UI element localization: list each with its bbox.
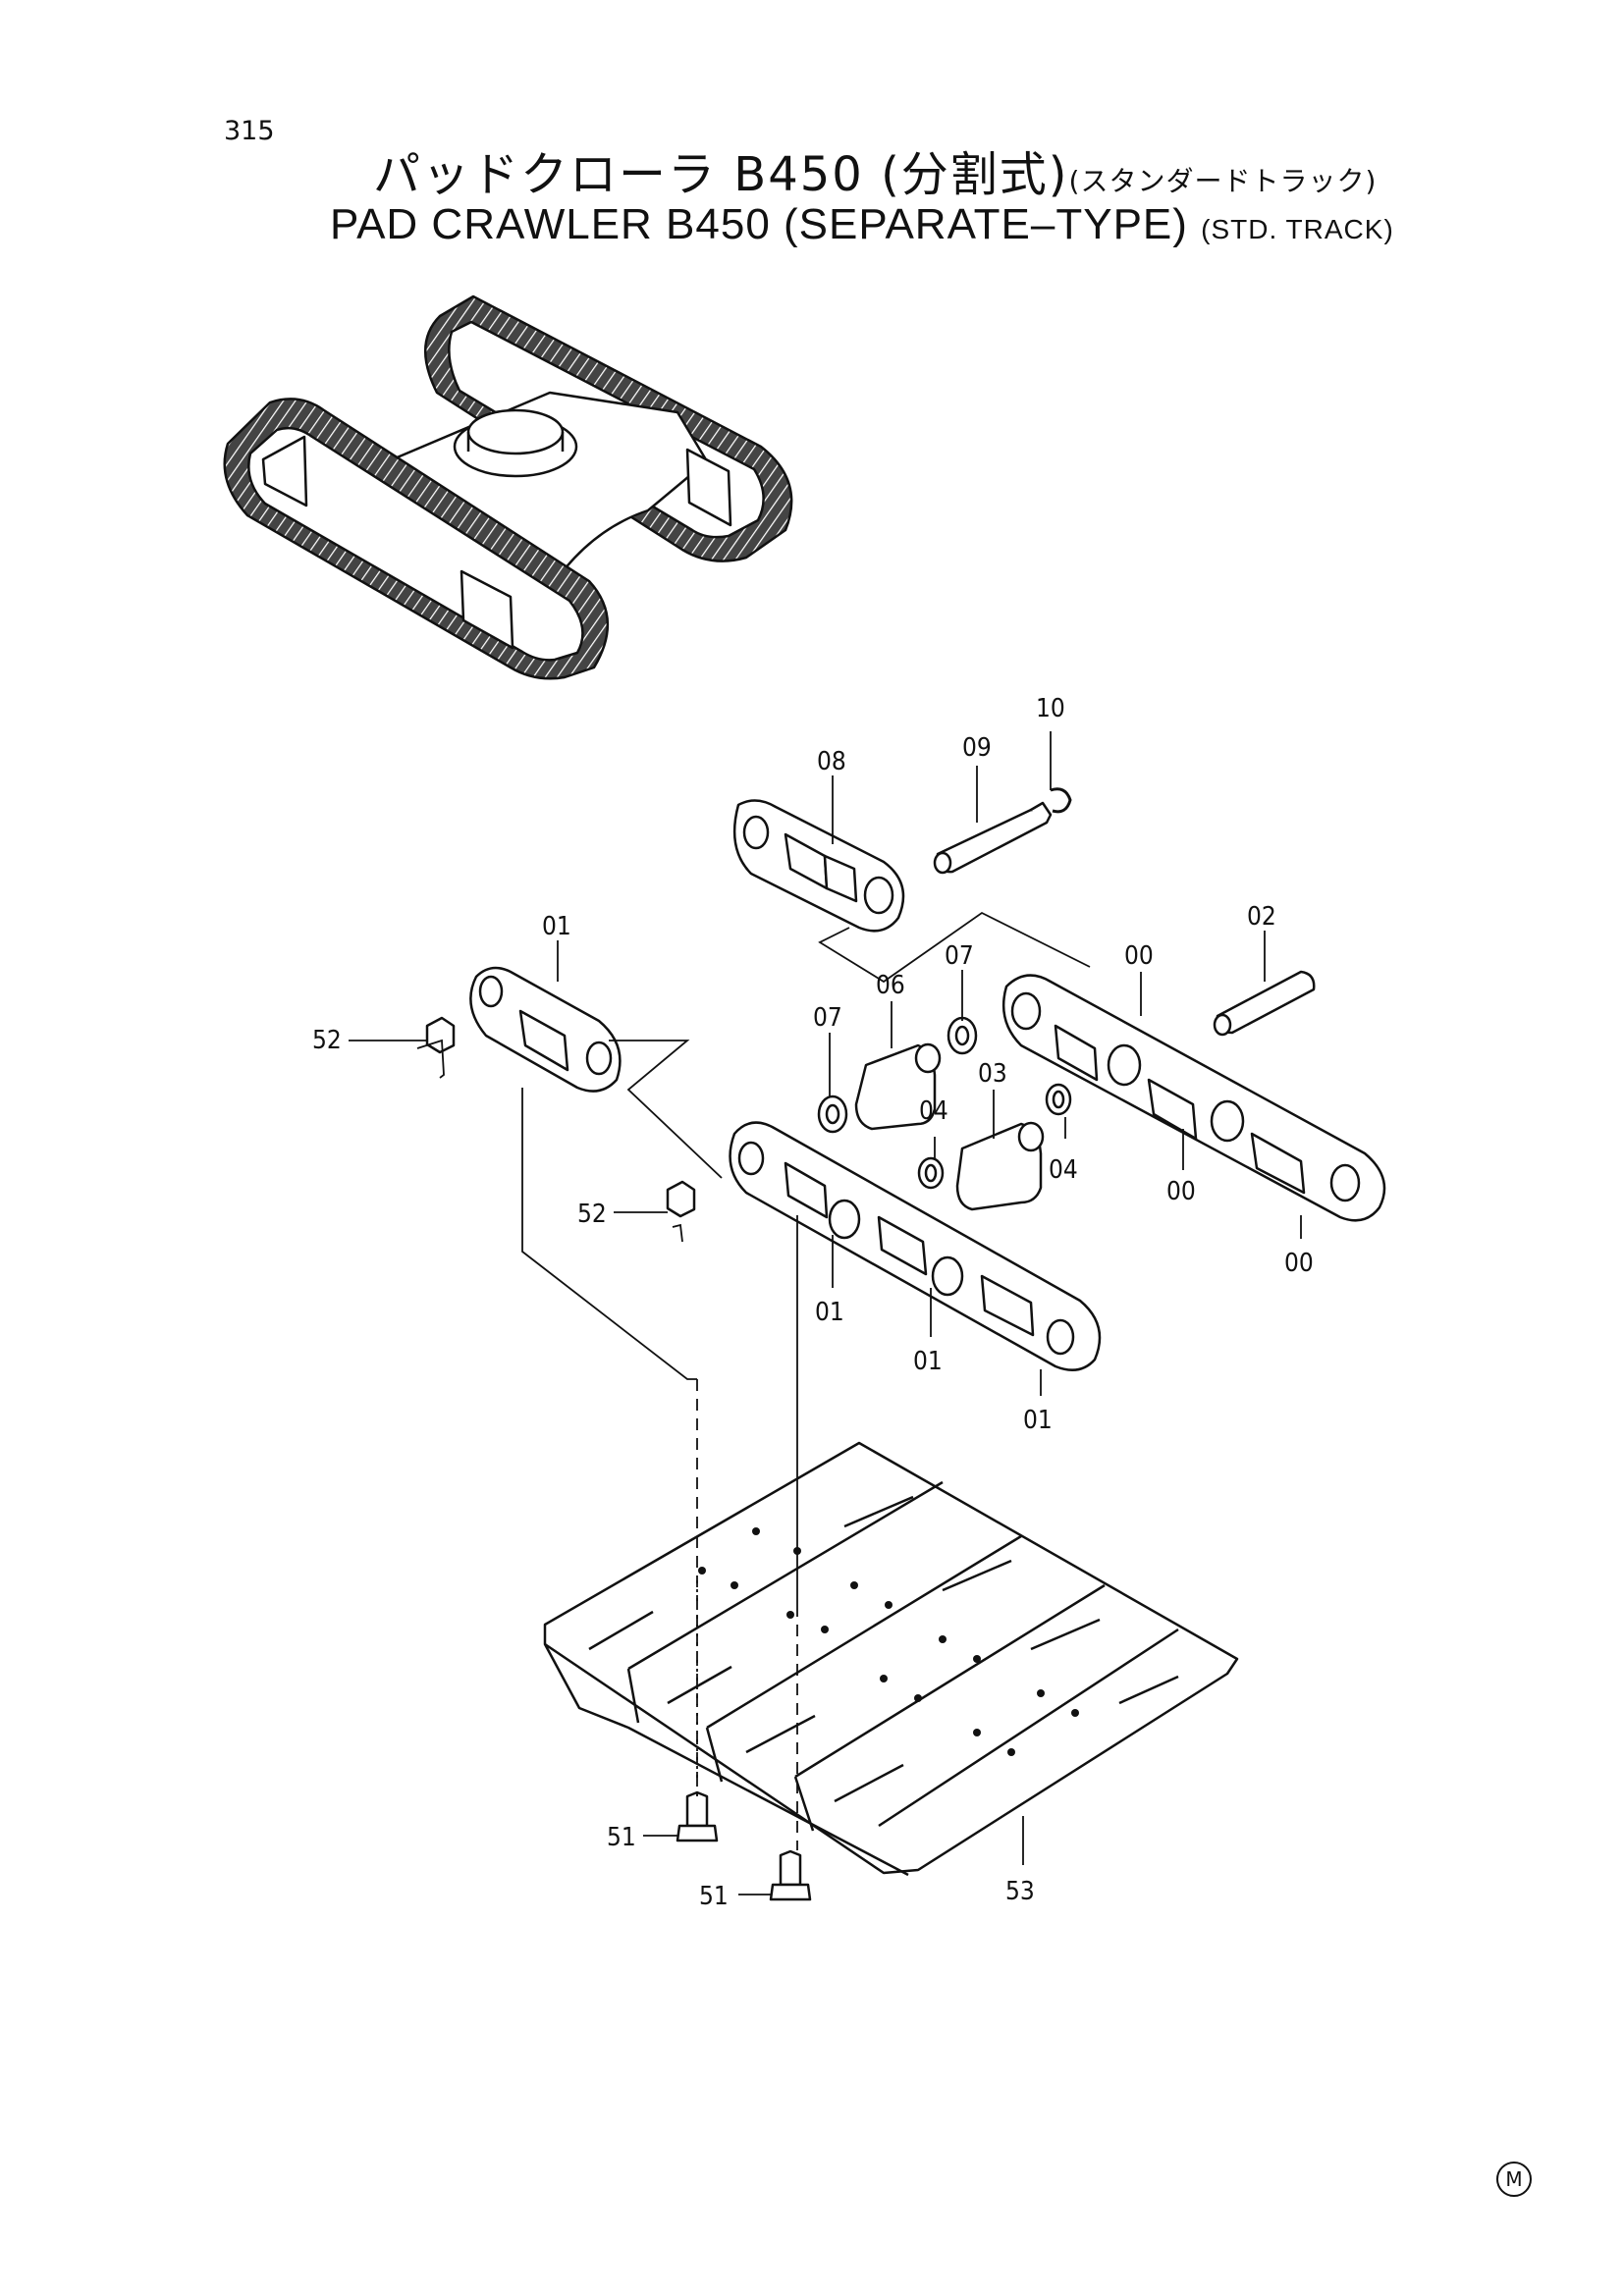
pin-02	[1216, 970, 1316, 1035]
snap-ring-10	[1050, 787, 1072, 814]
title-en-main: PAD CRAWLER B450 (SEPARATE–TYPE)	[330, 200, 1188, 248]
nut-52-upper	[425, 1016, 456, 1054]
callout-53: 53	[1005, 1877, 1035, 1906]
leader-lines	[349, 731, 1302, 1896]
callout-07-left: 07	[813, 1003, 842, 1033]
link-assembly-upper	[732, 787, 1072, 933]
link-chain-middle	[666, 1121, 1102, 1371]
callout-01-left: 01	[815, 1298, 844, 1327]
callout-08: 08	[817, 747, 846, 776]
pin-09	[936, 808, 1049, 874]
shoe-bolts	[676, 1790, 812, 1901]
callout-01-mid: 01	[913, 1347, 943, 1376]
shoe-plates	[543, 1441, 1239, 1877]
callout-00-mid: 00	[1166, 1177, 1196, 1206]
callout-00-top: 00	[1124, 941, 1154, 971]
callout-00-right: 00	[1284, 1249, 1314, 1278]
callout-04-right: 04	[1049, 1155, 1078, 1185]
callout-06: 06	[876, 971, 905, 1000]
link-assembly-left	[425, 966, 622, 1093]
callout-09: 09	[962, 733, 992, 763]
assembly-lines	[416, 911, 1091, 1850]
manufacturer-mark: M	[1496, 2162, 1532, 2197]
bolt-51-right	[779, 1849, 802, 1887]
title-japanese: パッドクローラ B450 (分割式)(スタンダードトラック)	[373, 135, 1377, 204]
callout-10: 10	[1036, 694, 1065, 723]
callout-03: 03	[978, 1059, 1007, 1089]
title-en-sub: (STD. TRACK)	[1201, 214, 1394, 244]
undercarriage-illustration	[223, 294, 793, 680]
bolt-51-left	[685, 1790, 709, 1828]
callout-52-lower: 52	[577, 1200, 607, 1229]
page-number: 315	[224, 116, 275, 146]
bushings-seals	[817, 1016, 1072, 1211]
callout-51-right: 51	[699, 1882, 729, 1911]
callout-52-upper: 52	[312, 1026, 342, 1055]
title-english: PAD CRAWLER B450 (SEPARATE–TYPE) (STD. T…	[330, 200, 1394, 249]
callout-01-right: 01	[1023, 1406, 1053, 1435]
nut-52-lower	[666, 1180, 696, 1218]
title-jp-main: パッドクローラ B450 (分割式)	[373, 147, 1069, 202]
title-jp-sub: (スタンダードトラック)	[1068, 165, 1378, 197]
shoe-plate-outline	[543, 1441, 1239, 1875]
link-chain-right	[1001, 970, 1386, 1222]
callout-02: 02	[1247, 902, 1276, 932]
callout-07-top: 07	[945, 941, 974, 971]
callout-01-top: 01	[542, 912, 571, 941]
callout-labels: 10 08 09 01 02 00 07 52 06 07 03 04 04 5…	[312, 694, 1314, 1911]
callout-04-left: 04	[919, 1096, 948, 1126]
callout-51-left: 51	[607, 1823, 636, 1852]
swing-bearing	[466, 408, 565, 455]
